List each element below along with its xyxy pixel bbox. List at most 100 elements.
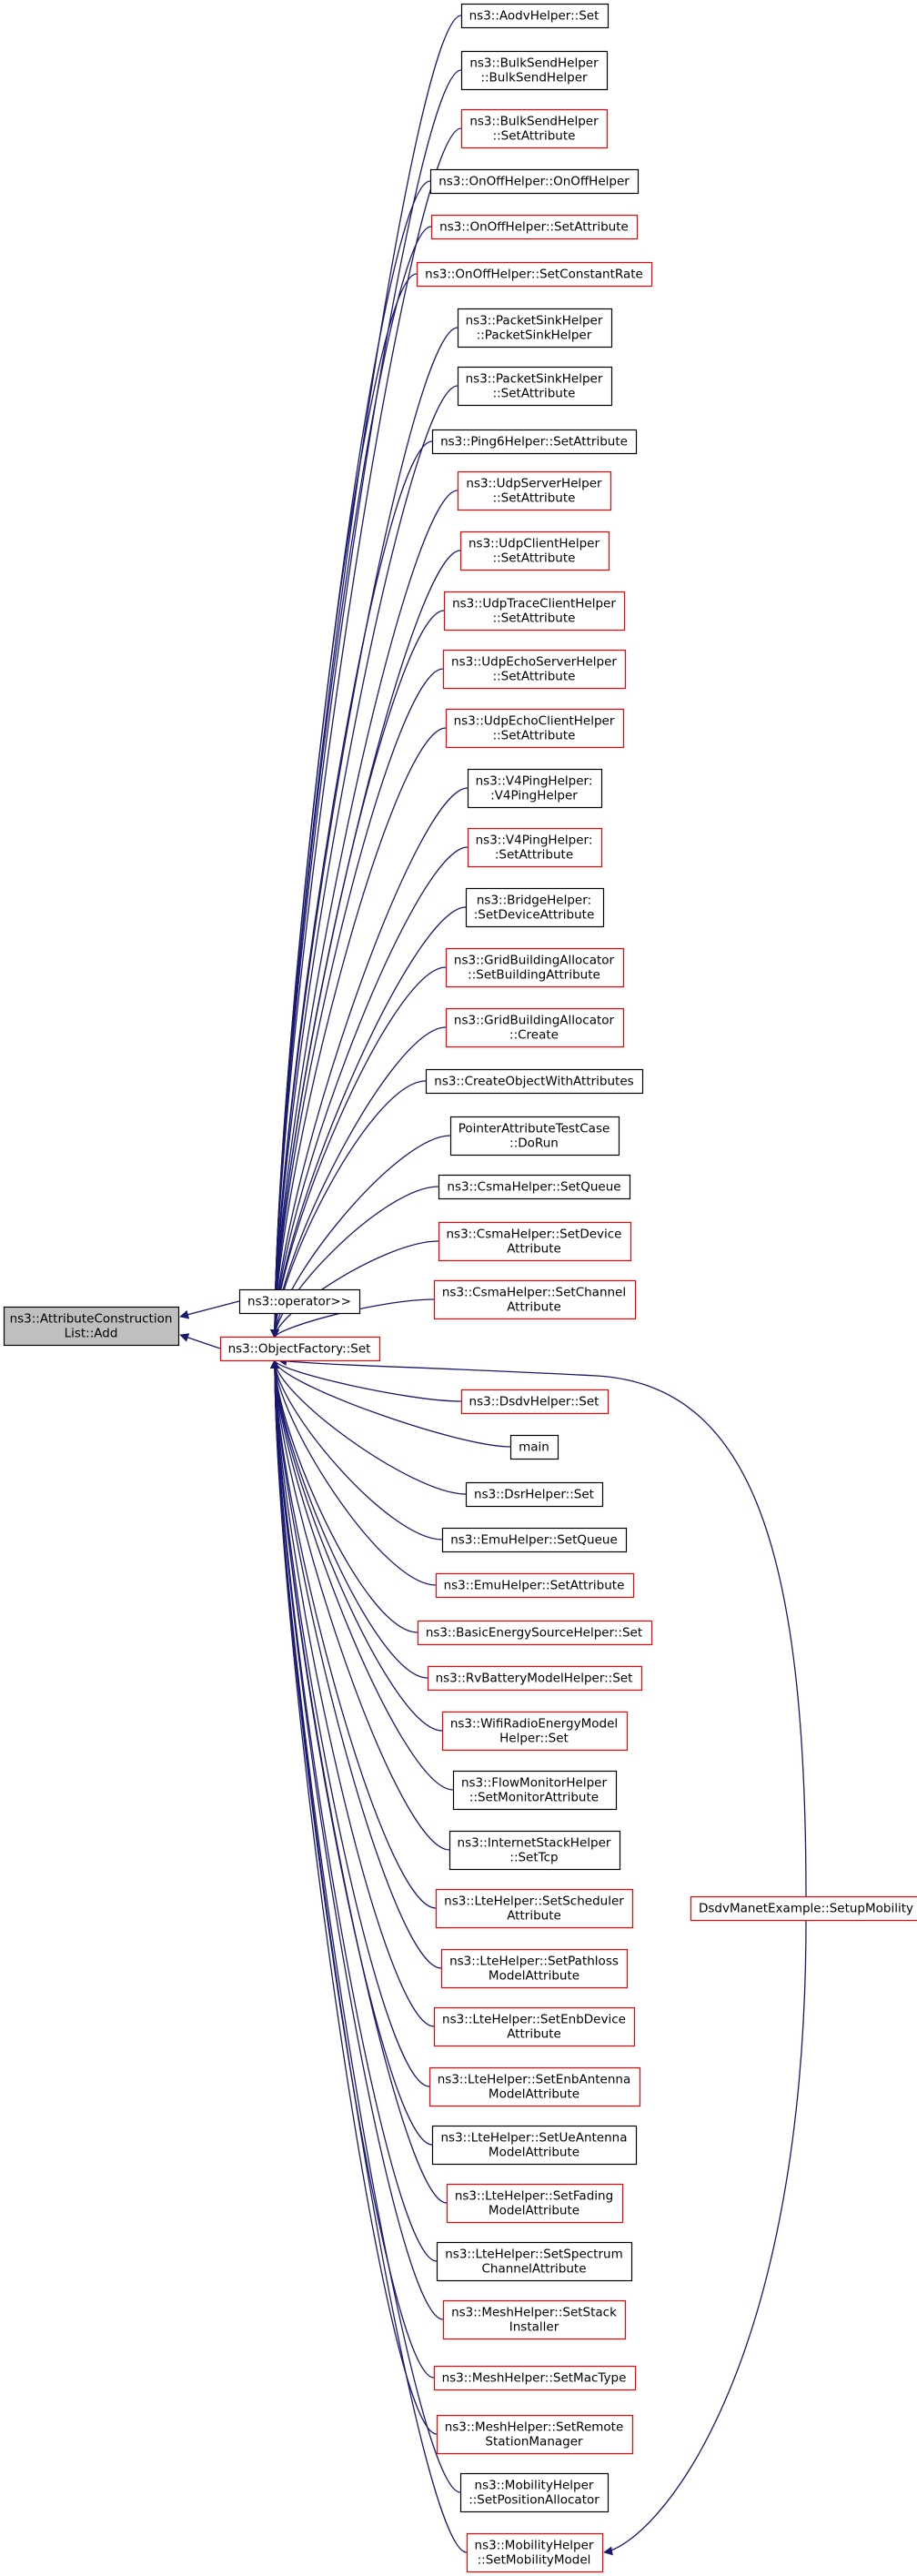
node-ns3-bulksendhelper-bulksendhelper[interactable]: ns3::BulkSendHelper::BulkSendHelper <box>460 50 609 91</box>
edge-to-objectfactory-set <box>270 226 432 1339</box>
node-box <box>445 947 625 988</box>
node-label: ::DoRun <box>509 1136 559 1151</box>
node-box <box>460 3 610 29</box>
node-ns3-mobilityhelper-setpositionallocator[interactable]: ns3::MobilityHelper::SetPositionAllocato… <box>459 2472 610 2513</box>
node-ns3-udpserverhelper-setattribute[interactable]: ns3::UdpServerHelper::SetAttribute <box>457 470 612 511</box>
edge-to-objectfactory-set <box>270 1240 439 1339</box>
node-ns3-v4pinghelper-setattribute[interactable]: ns3::V4PingHelper::SetAttribute <box>467 827 603 868</box>
node-ns3-gridbuildingallocator-setbuildingattribute[interactable]: ns3::GridBuildingAllocator::SetBuildingA… <box>445 947 625 988</box>
node-ns3-v4pinghelper-v4pinghelper[interactable]: ns3::V4PingHelper::V4PingHelper <box>467 768 603 809</box>
edge-to-objectfactory-set <box>270 385 458 1339</box>
node-box <box>435 1888 634 1929</box>
edge-to-objectfactory-set <box>270 1359 428 1679</box>
node-box <box>442 649 627 690</box>
node-ns3-dsdvhelper-set[interactable]: ns3::DsdvHelper::Set <box>460 1389 610 1415</box>
node-box <box>509 1434 559 1460</box>
node-ns3-emuhelper-setqueue[interactable]: ns3::EmuHelper::SetQueue <box>441 1527 628 1553</box>
edge-to-objectfactory-set <box>270 1359 448 2204</box>
node-pointerattributetestcase-dorun[interactable]: PointerAttributeTestCase::DoRun <box>449 1116 620 1157</box>
edge-to-objectfactory-set <box>270 1359 435 2027</box>
node-ns3-flowmonitorhelper-setmonitorattribute[interactable]: ns3::FlowMonitorHelper::SetMonitorAttrib… <box>452 1770 618 1811</box>
node-box <box>436 2414 634 2455</box>
node-box <box>460 50 609 91</box>
node-label: ::SetBuildingAttribute <box>468 968 600 983</box>
node-box <box>429 168 640 195</box>
node-ns3-mobilityhelper-setmobilitymodel[interactable]: ns3::MobilityHelper::SetMobilityModel <box>466 2532 604 2573</box>
node-box <box>428 2066 641 2107</box>
edge-to-objectfactory-set <box>270 1359 461 2493</box>
node-label: ns3::InternetStackHelper <box>458 1836 611 1851</box>
node-label: ns3::MobilityHelper <box>475 2539 594 2553</box>
node-ns3-emuhelper-setattribute[interactable]: ns3::EmuHelper::SetAttribute <box>435 1572 635 1599</box>
node-ns3-bulksendhelper-setattribute[interactable]: ns3::BulkSendHelper::SetAttribute <box>460 108 609 149</box>
node-label: ns3::DsdvHelper::Set <box>469 1395 600 1409</box>
node-ns3-udpclienthelper-setattribute[interactable]: ns3::UdpClientHelper::SetAttribute <box>459 530 610 571</box>
node-box <box>238 1288 361 1315</box>
node-ns3-ltehelper-setueantenna-modelattribute[interactable]: ns3::LteHelper::SetUeAntennaModelAttribu… <box>431 2125 638 2166</box>
node-box <box>441 1527 628 1553</box>
node-label: Attribute <box>507 2027 561 2042</box>
edge-to-objectfactory-set <box>270 1359 438 2435</box>
node-ns3-udpechoserverhelper-setattribute[interactable]: ns3::UdpEchoServerHelper::SetAttribute <box>442 649 627 690</box>
edge-to-objectfactory-set <box>270 1359 433 2146</box>
node-ns3-ltehelper-setenbantenna-modelattribute[interactable]: ns3::LteHelper::SetEnbAntennaModelAttrib… <box>428 2066 641 2107</box>
node-ns3-rvbatterymodelhelper-set[interactable]: ns3::RvBatteryModelHelper::Set <box>427 1665 643 1692</box>
node-ns3-ltehelper-setspectrum-channelattribute[interactable]: ns3::LteHelper::SetSpectrumChannelAttrib… <box>436 2241 633 2282</box>
node-label: ns3::OnOffHelper::OnOffHelper <box>438 175 630 189</box>
node-label: ::Create <box>509 1028 559 1043</box>
node-ns3-onoffhelper-setattribute[interactable]: ns3::OnOffHelper::SetAttribute <box>430 214 639 240</box>
node-ns3-packetsinkhelper-setattribute[interactable]: ns3::PacketSinkHelper::SetAttribute <box>457 366 613 407</box>
node-box <box>460 1389 610 1415</box>
node-ns3-internetstackhelper-settcp[interactable]: ns3::InternetStackHelper::SetTcp <box>448 1830 621 1871</box>
node-label: ns3::EmuHelper::SetQueue <box>450 1533 618 1548</box>
node-ns3-onoffhelper-setconstantrate[interactable]: ns3::OnOffHelper::SetConstantRate <box>416 261 653 288</box>
node-box <box>441 1711 629 1752</box>
node-box <box>452 1770 618 1811</box>
node-ns3-udptraceclienthelper-setattribute[interactable]: ns3::UdpTraceClientHelper::SetAttribute <box>443 591 626 631</box>
node-ns3-csmahelper-setqueue[interactable]: ns3::CsmaHelper::SetQueue <box>438 1174 631 1200</box>
node-ns3-dsrhelper-set[interactable]: ns3::DsrHelper::Set <box>465 1481 604 1508</box>
node-ns3-createobjectwithattributes[interactable]: ns3::CreateObjectWithAttributes <box>425 1068 644 1095</box>
edge-to-objectfactory-set <box>270 1186 439 1339</box>
edge-to-objectfactory-set <box>270 490 458 1339</box>
node-label: ns3::UdpEchoClientHelper <box>454 714 615 729</box>
node-ns3-aodvhelper-set[interactable]: ns3::AodvHelper::Set <box>460 3 610 29</box>
node-ns3-objectfactory-set[interactable]: ns3::ObjectFactory::Set <box>219 1336 381 1362</box>
node-ns3-csmahelper-setdevice-attribute[interactable]: ns3::CsmaHelper::SetDeviceAttribute <box>438 1221 632 1262</box>
node-ns3-bridgehelper-setdeviceattribute[interactable]: ns3::BridgeHelper::SetDeviceAttribute <box>465 887 605 928</box>
edge-to-objectfactory-set <box>270 1359 454 1791</box>
node-label: ns3::LteHelper::SetEnbAntenna <box>438 2073 631 2087</box>
node-box <box>448 1830 621 1871</box>
node-label: ns3::CreateObjectWithAttributes <box>434 1075 633 1089</box>
node-ns3-udpechoclienthelper-setattribute[interactable]: ns3::UdpEchoClientHelper::SetAttribute <box>445 708 625 749</box>
node-label: ns3::CsmaHelper::SetQueue <box>447 1180 620 1195</box>
node-label: ::SetAttribute <box>493 729 576 743</box>
node-ns3-gridbuildingallocator-create[interactable]: ns3::GridBuildingAllocator::Create <box>445 1007 625 1048</box>
node-label: ::SetAttribute <box>493 387 576 401</box>
node-dsdvmanetexample-setupmobility[interactable]: DsdvManetExample::SetupMobility <box>690 1895 917 1922</box>
node-ns3-operator[interactable]: ns3::operator>> <box>238 1288 361 1315</box>
node-ns3-onoffhelper-onoffhelper[interactable]: ns3::OnOffHelper::OnOffHelper <box>429 168 640 195</box>
node-label: Helper::Set <box>499 1732 569 1746</box>
node-box <box>446 2183 624 2224</box>
edge-to-objectfactory-set <box>270 1359 467 1495</box>
node-label: ModelAttribute <box>489 2146 579 2160</box>
node-main[interactable]: main <box>509 1434 559 1460</box>
node-ns3-basicenergysourcehelper-set[interactable]: ns3::BasicEnergySourceHelper::Set <box>417 1620 653 1646</box>
node-ns3-packetsinkhelper-packetsinkhelper[interactable]: ns3::PacketSinkHelper::PacketSinkHelper <box>457 308 613 349</box>
node-ns3-ping6helper-setattribute[interactable]: ns3::Ping6Helper::SetAttribute <box>431 429 638 455</box>
node-ns3-meshhelper-setmactype[interactable]: ns3::MeshHelper::SetMacType <box>433 2365 637 2391</box>
node-box <box>457 470 612 511</box>
node-label: ns3::OnOffHelper::SetAttribute <box>439 220 629 235</box>
edge-to-objectfactory-set <box>270 1359 443 1732</box>
node-ns3-ltehelper-setpathloss-modelattribute[interactable]: ns3::LteHelper::SetPathlossModelAttribut… <box>440 1948 629 1989</box>
node-label: ns3::ObjectFactory::Set <box>228 1342 371 1357</box>
